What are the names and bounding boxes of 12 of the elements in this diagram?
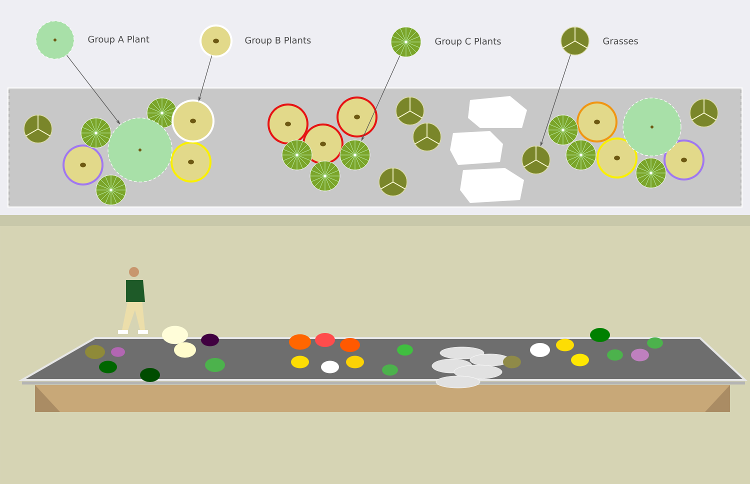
plant-symbol bbox=[200, 24, 232, 58]
plant-symbol bbox=[390, 26, 422, 58]
plant-label: Grasses bbox=[603, 38, 638, 44]
plant-label: Group C Plants bbox=[435, 38, 501, 46]
plant-label: Group A Plant bbox=[88, 36, 150, 44]
plant-symbol bbox=[172, 100, 214, 142]
plant-symbol bbox=[560, 26, 590, 56]
plant-label: Group B Plants bbox=[245, 36, 311, 46]
plant-symbol bbox=[522, 146, 550, 174]
plant-symbol bbox=[340, 140, 370, 170]
plant-symbol bbox=[108, 118, 172, 182]
plant-symbol bbox=[36, 20, 74, 60]
